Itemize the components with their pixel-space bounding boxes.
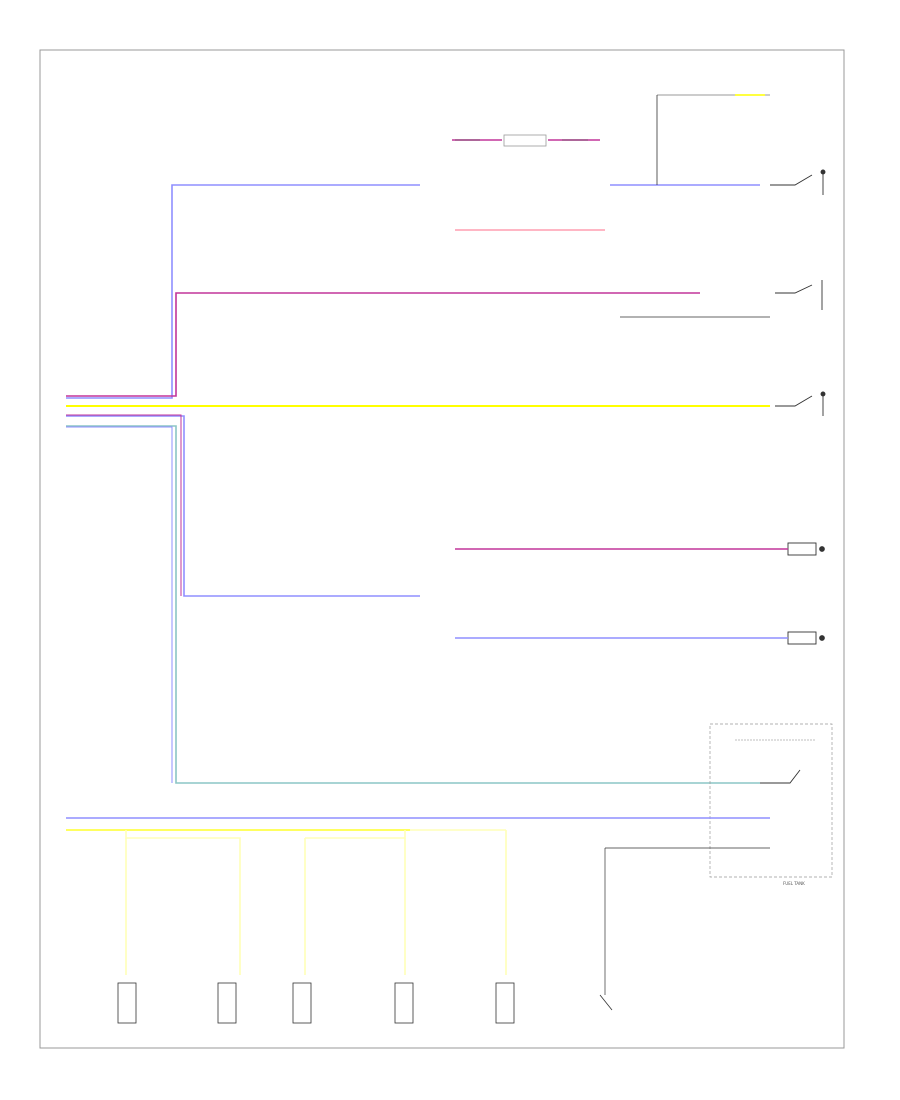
fuel-tank-label: FUEL TANK: [783, 881, 805, 886]
left-trunk-group: [66, 184, 770, 784]
fuel-tank-box: FUEL TANK: [709, 723, 833, 886]
top-connector-group: [452, 134, 600, 147]
bottom-drops: [125, 830, 507, 975]
upper-right-wires: [455, 94, 770, 318]
bottom-bus: [66, 817, 770, 995]
bottom-switches: [117, 982, 613, 1024]
diagram-border: [39, 49, 845, 1049]
switch-symbols: [770, 169, 826, 645]
middle-wires: [455, 548, 788, 784]
